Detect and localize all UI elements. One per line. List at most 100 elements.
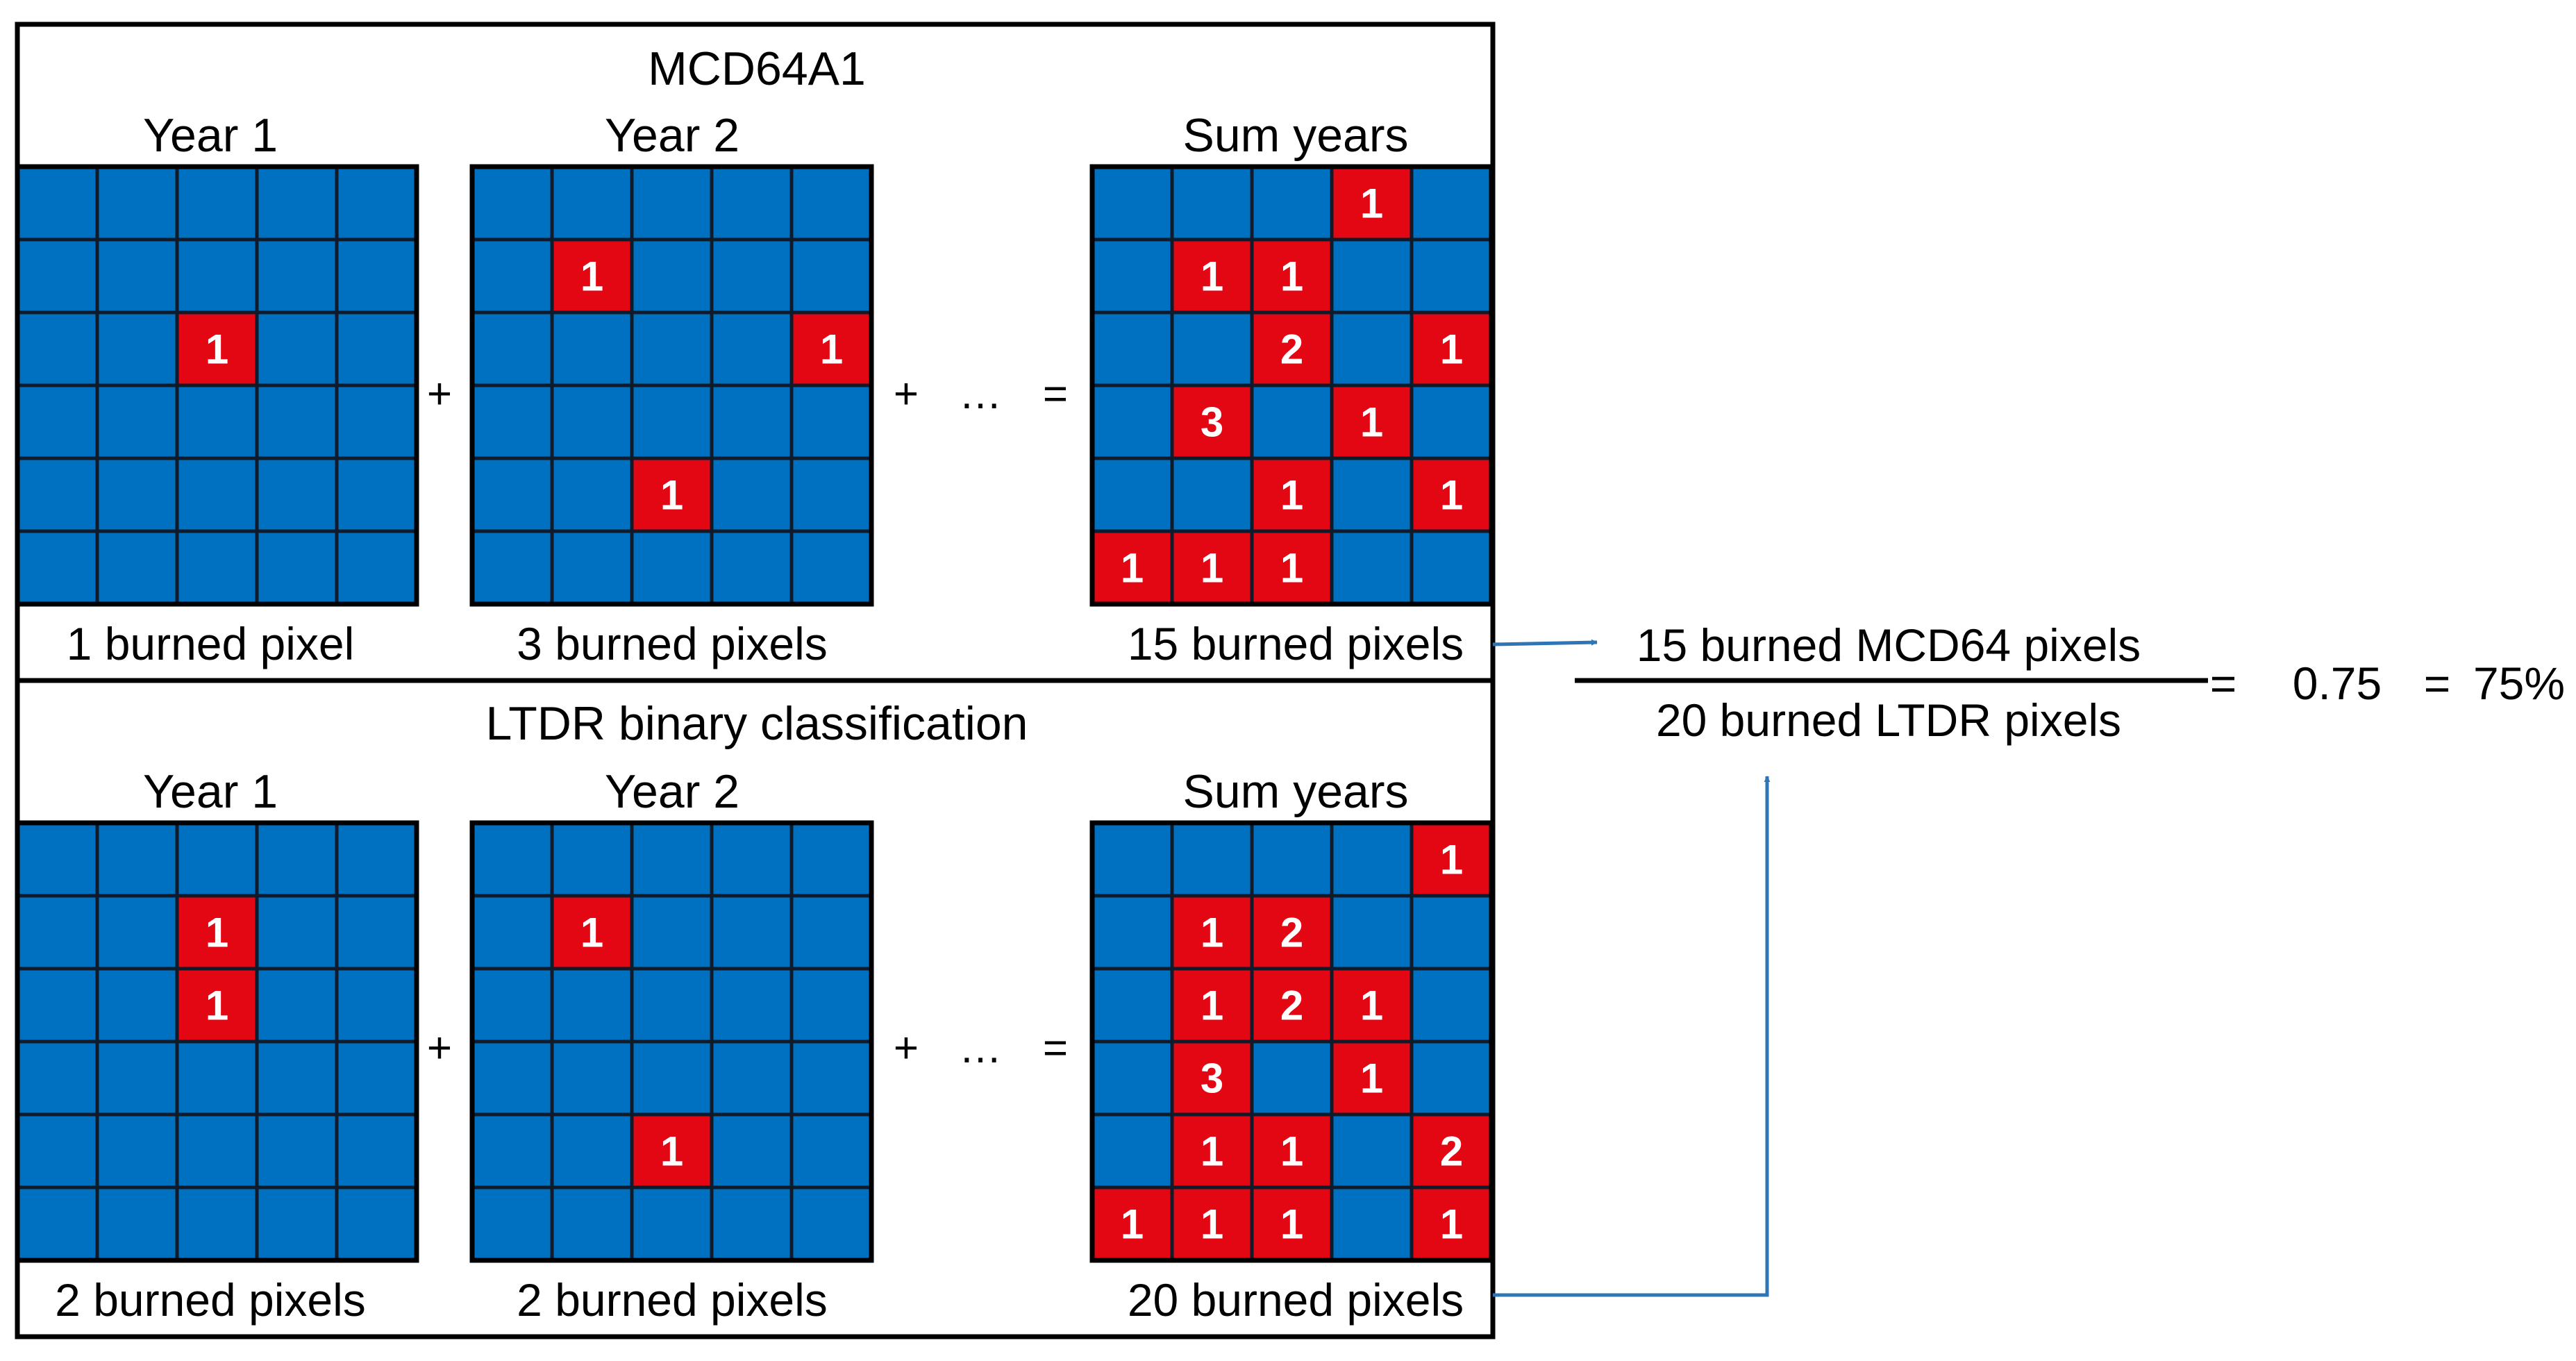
cell-value: 1 [1201,545,1223,592]
equals-operator: = [1043,1024,1068,1072]
pixel-cell [95,383,179,460]
cell-value: 1 [1280,1201,1303,1248]
ellipsis: … [959,1024,1002,1072]
pixel-cell [1250,383,1334,460]
percent-value: 75% [2473,658,2565,709]
pixel-cell [1170,821,1254,898]
pixel-cell [630,894,714,971]
pixel-cell [470,967,554,1044]
plus-operator: + [894,1024,919,1072]
plus-operator: + [894,370,919,418]
cell-value: 1 [1201,1128,1223,1175]
pixel-cell [789,1039,873,1117]
grid-label-ltdr-year1: Year 1 [143,765,278,818]
grid-label-ltdr-sum: Sum years [1183,765,1409,818]
grid-ltdr-year2: 11 [469,820,874,1263]
pixel-cell [255,237,339,315]
pixel-cell [789,967,873,1044]
pixel-cell [95,1039,179,1117]
pixel-cell [95,310,179,387]
cell-value: 1 [1280,472,1303,519]
panel-title-mcd64a1: MCD64A1 [648,42,866,95]
grid-label-ltdr-year2: Year 2 [605,765,739,818]
cell-value: 1 [1201,910,1223,956]
burned-pixel-cell [550,894,634,971]
pixel-cell [1090,310,1174,387]
pixel-cell [470,237,554,315]
pixel-cell [789,165,873,242]
cell-value: 1 [1440,326,1463,373]
burned-pixel-cell [1330,1039,1414,1117]
pixel-cell [1410,237,1494,315]
pixel-cell [789,1185,873,1262]
pixel-cell [15,967,99,1044]
pixel-cell [1330,237,1414,315]
pixel-cell [1090,1112,1174,1189]
pixel-cell [335,1112,419,1189]
pixel-cell [470,1112,554,1189]
pixel-cell [550,1112,634,1189]
pixel-cell [710,237,794,315]
cell-value: 1 [1360,399,1383,446]
cell-value: 1 [1280,253,1303,300]
pixel-cell [710,529,794,606]
pixel-cell [550,165,634,242]
pixel-cell [630,165,714,242]
pixel-cell [175,1185,259,1262]
pixel-cell [95,967,179,1044]
pixel-cell [335,165,419,242]
ratio-value: 0.75 [2293,658,2382,709]
pixel-cell [95,165,179,242]
cell-value: 1 [820,326,843,373]
pixel-cell [710,1039,794,1117]
cell-value: 2 [1280,910,1303,956]
burned-pixel-cell [789,310,873,387]
grid-border [1089,820,1494,1263]
pixel-cell [15,894,99,971]
pixel-cell [255,821,339,898]
cell-value: 1 [1121,1201,1144,1248]
pixel-cell [710,456,794,533]
burned-pixel-cell [175,967,259,1044]
pixel-cell [15,383,99,460]
pixel-cell [630,310,714,387]
pixel-cell [789,383,873,460]
pixel-cell [1250,165,1334,242]
equals-operator: = [1043,370,1068,418]
pixel-cell [630,1185,714,1262]
cell-value: 1 [1440,837,1463,883]
grid-border [1089,164,1494,607]
pixel-cell [710,165,794,242]
pixel-cell [710,894,794,971]
pixel-cell [789,456,873,533]
pixel-cell [630,821,714,898]
caption-ltdr-year1: 2 burned pixels [55,1274,366,1326]
cell-value: 1 [1360,983,1383,1029]
grid-border [15,164,419,607]
cell-value: 1 [1280,1128,1303,1175]
pixel-cell [175,237,259,315]
pixel-cell [630,383,714,460]
pixel-cell [1090,456,1174,533]
pixel-cell [1090,237,1174,315]
pixel-cell [550,1039,634,1117]
pixel-cell [470,383,554,460]
pixel-cell [470,456,554,533]
cell-value: 1 [206,983,228,1029]
caption-mcd-year2: 3 burned pixels [517,618,828,669]
pixel-cell [335,967,419,1044]
pixel-cell [1330,310,1414,387]
pixel-cell [335,237,419,315]
pixel-cell [470,821,554,898]
pixel-cell [15,529,99,606]
cell-value: 2 [1280,326,1303,373]
pixel-cell [255,1185,339,1262]
pixel-cell [335,894,419,971]
pixel-cell [255,310,339,387]
pixel-cell [15,1185,99,1262]
grid-border [469,164,874,607]
pixel-cell [470,529,554,606]
pixel-cell [1330,1185,1414,1262]
